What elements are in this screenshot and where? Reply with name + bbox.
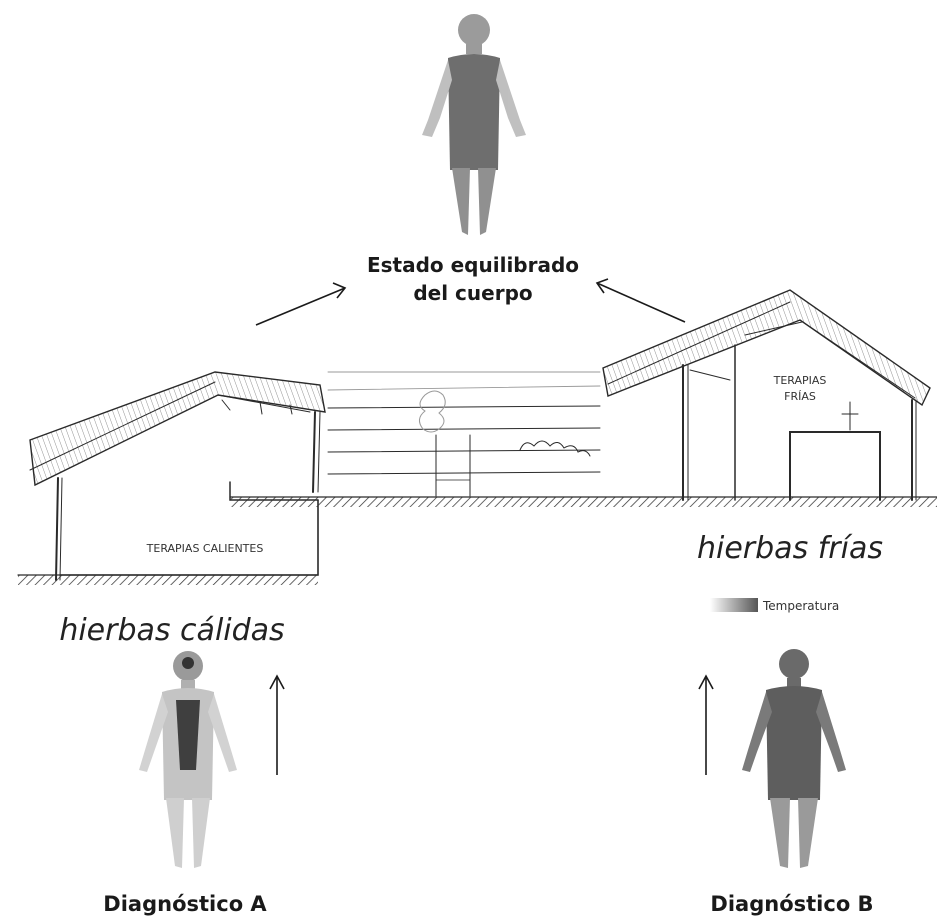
balanced-body-figure (422, 14, 526, 235)
diagnosis-b-figure (742, 649, 846, 868)
temperature-legend-label: Temperatura (762, 599, 839, 613)
arrow-left-to-balance (256, 283, 345, 325)
diagnosis-b-label: Diagnóstico B (710, 892, 873, 916)
balanced-state-label-line2: del cuerpo (413, 281, 532, 305)
cold-therapies-label-line2: FRÍAS (784, 390, 816, 403)
balanced-state-label-line1: Estado equilibrado (367, 253, 579, 277)
cold-therapies-label-line1: TERAPIAS (773, 374, 827, 387)
diagnosis-a-label: Diagnóstico A (103, 892, 267, 916)
temperature-legend: Temperatura (710, 598, 839, 613)
cold-herbs-label: hierbas frías (697, 531, 883, 566)
diagnosis-a-figure (139, 651, 237, 868)
warm-herbs-label: hierbas cálidas (59, 613, 284, 648)
temperature-gradient-swatch (710, 598, 758, 612)
arrow-up-cold (699, 676, 713, 775)
arrow-up-warm (270, 676, 284, 775)
arrow-right-to-balance (597, 279, 685, 322)
hot-therapies-label: TERAPIAS CALIENTES (146, 542, 264, 555)
